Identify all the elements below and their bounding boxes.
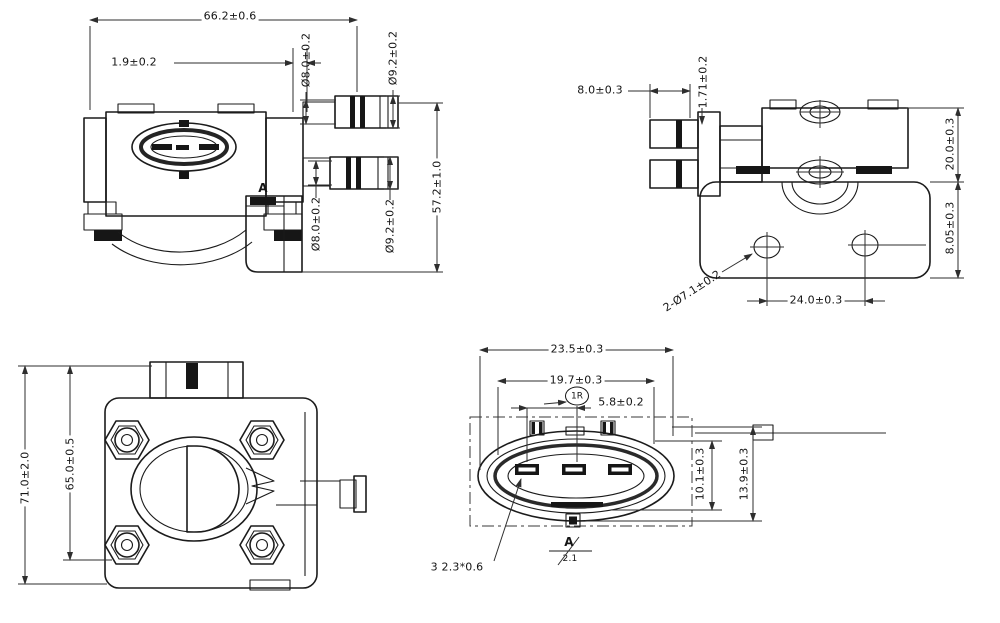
detail-dimensions	[479, 347, 762, 566]
detail-key-tabs	[529, 420, 616, 436]
back-port	[339, 475, 367, 513]
side-body	[736, 99, 909, 188]
front-port-top	[334, 95, 399, 129]
detail-oval	[477, 430, 675, 522]
dim-detail-outer-width: 23.5±0.3	[548, 342, 606, 356]
connector-detail-view	[469, 347, 886, 566]
back-diaphragm	[130, 436, 275, 542]
dim-detail-pin-pitch: 5.8±0.2	[598, 395, 644, 409]
front-right-ear	[265, 117, 304, 203]
front-port-bottom	[329, 156, 399, 190]
dim-detail-inner-height: 10.1±0.3	[693, 445, 707, 503]
section-a-scale: 2.1	[562, 554, 578, 564]
dim-front-overall-width: 66.2±0.6	[201, 9, 259, 23]
detail-pins	[515, 464, 632, 475]
front-pin-1	[152, 144, 172, 150]
side-view	[628, 84, 964, 306]
front-pin-3	[199, 144, 219, 150]
side-dimensions	[628, 84, 964, 306]
back-view	[18, 361, 367, 591]
dim-front-port-bottom-od: Ø9.2±0.2	[383, 198, 397, 254]
dim-front-overall-height: 57.2±1.0	[430, 158, 444, 216]
detail-balloon: 1R	[565, 386, 589, 406]
dim-front-tab-width: 1.9±0.2	[111, 55, 157, 69]
dim-side-hole-spacing: 24.0±0.3	[787, 293, 845, 307]
front-connector-oval	[131, 120, 237, 179]
back-boss-br	[239, 525, 285, 565]
back-boss-bl	[104, 525, 150, 565]
dim-side-connector-length: 8.0±0.3	[577, 83, 623, 97]
dim-side-body-height: 20.0±0.3	[943, 115, 957, 173]
side-connector	[649, 111, 763, 197]
dim-detail-inner-width: 19.7±0.3	[547, 373, 605, 387]
dim-side-base-height: 8.05±0.3	[943, 199, 957, 257]
back-connector-tab	[149, 361, 244, 399]
front-pin-2	[176, 145, 189, 150]
dim-back-inner-height: 65.0±0.5	[63, 435, 77, 493]
section-a-flag: A	[258, 181, 268, 195]
front-bracket	[245, 195, 303, 273]
side-base-plate	[699, 181, 931, 279]
dim-front-port-bottom-bore: Ø8.0±0.2	[309, 196, 323, 252]
section-a-label: A	[564, 535, 574, 549]
back-body	[104, 397, 318, 589]
front-left-ear	[83, 117, 107, 203]
dim-front-port-top-od: Ø9.2±0.2	[386, 30, 400, 86]
back-boss-tr	[239, 420, 285, 460]
dim-back-overall-height: 71.0±2.0	[18, 449, 32, 507]
dim-detail-pin-size: 3 2.3*0.6	[430, 560, 484, 574]
dim-detail-outer-height: 13.9±0.3	[737, 445, 751, 503]
back-boss-tl	[104, 420, 150, 460]
front-view	[83, 17, 443, 273]
dim-side-step: 1.71±0.2	[696, 55, 710, 109]
dim-front-port-top-bore: Ø8.0±0.2	[299, 32, 313, 88]
